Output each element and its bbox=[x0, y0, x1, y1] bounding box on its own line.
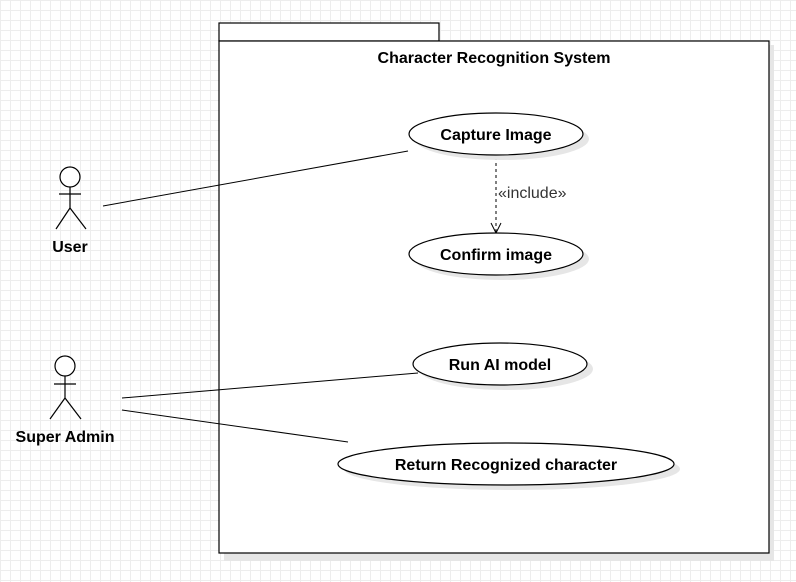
system-boundary-tab bbox=[218, 22, 440, 42]
use-case-label: Return Recognized character bbox=[395, 457, 617, 474]
use-case-ellipse bbox=[408, 232, 584, 276]
use-case-ellipse bbox=[337, 442, 675, 486]
use-case-confirm-image[interactable]: Confirm image bbox=[408, 232, 589, 280]
use-case-label: Capture Image bbox=[440, 127, 551, 144]
actor-user[interactable]: User bbox=[52, 166, 88, 256]
use-case-label: Run AI model bbox=[449, 357, 552, 374]
actor-super-admin[interactable]: Super Admin bbox=[16, 355, 115, 446]
association-admin-run-model[interactable] bbox=[121, 372, 419, 399]
system-title: Character Recognition System bbox=[378, 50, 611, 67]
stick-figure-icon bbox=[49, 355, 82, 420]
use-case-ellipse bbox=[408, 112, 584, 156]
stick-figure-icon bbox=[55, 166, 87, 230]
association-admin-return[interactable] bbox=[121, 409, 349, 443]
association-user-capture[interactable] bbox=[102, 150, 409, 207]
use-case-label: Confirm image bbox=[440, 247, 552, 264]
use-case-ellipse bbox=[412, 342, 588, 386]
use-case-return-recognized-character[interactable]: Return Recognized character bbox=[337, 442, 680, 490]
use-case-capture-image[interactable]: Capture Image bbox=[408, 112, 589, 160]
actor-user-label: User bbox=[52, 239, 88, 256]
actor-super-admin-label: Super Admin bbox=[16, 429, 115, 446]
use-case-run-ai-model[interactable]: Run AI model bbox=[412, 342, 593, 390]
include-label: «include» bbox=[498, 185, 567, 202]
